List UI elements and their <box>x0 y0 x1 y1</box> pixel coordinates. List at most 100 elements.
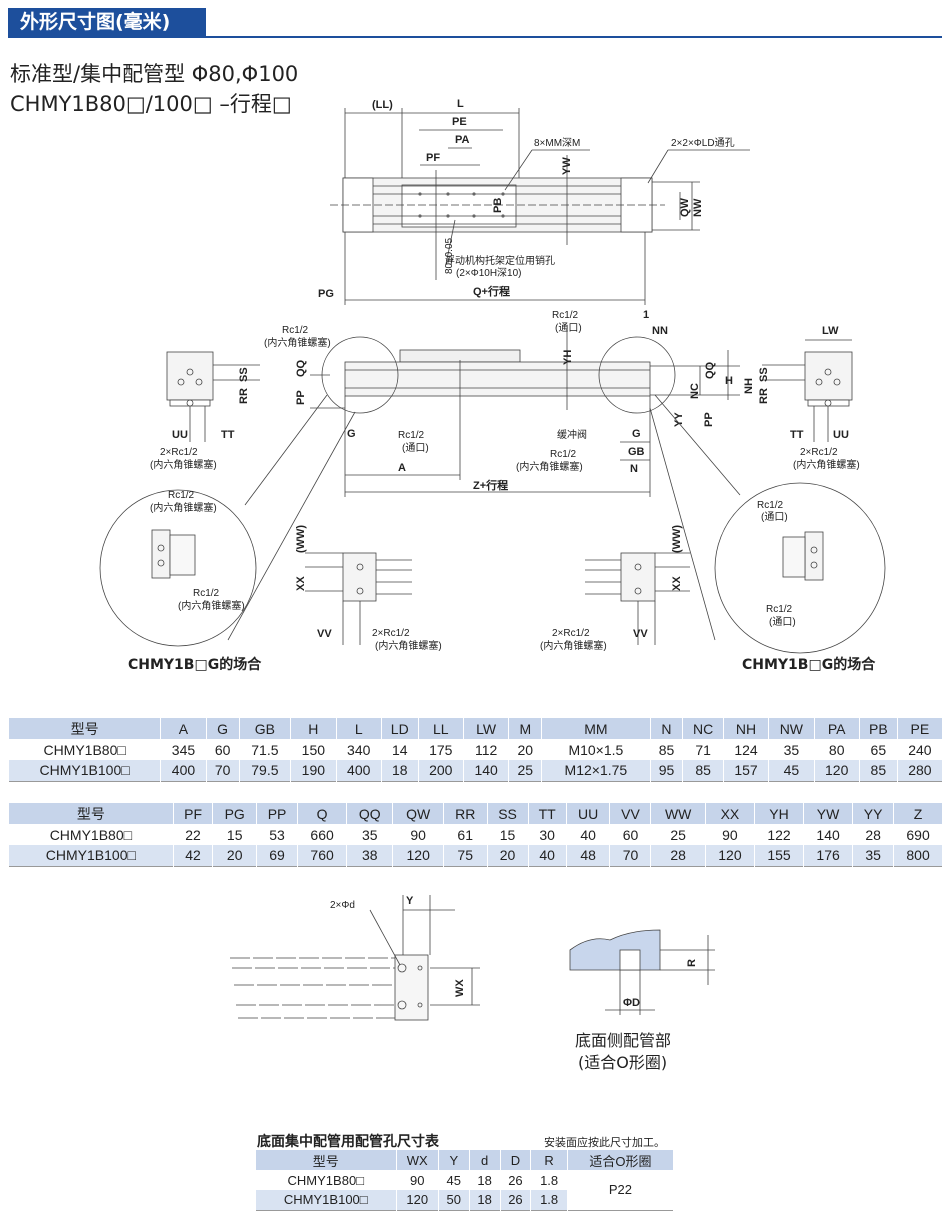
table-cell: 175 <box>417 739 464 760</box>
table-cell: 112 <box>462 739 509 760</box>
dim-QQ-right: QQ <box>704 361 716 379</box>
dim-Q-stroke: Q+行程 <box>473 284 510 298</box>
dim-WW-right: (WW) <box>671 525 683 553</box>
tapped-hole-note: 8×MM深M <box>534 137 580 149</box>
header-cell: WX <box>395 1150 439 1170</box>
table-cell: 40 <box>565 824 610 845</box>
end-view-left: SS RR UU TT 2×Rc1/2 (内六角锥螺塞) <box>150 351 260 471</box>
header-cell: WW <box>650 803 706 824</box>
table-cell: 140 <box>803 824 853 845</box>
header-cell: PE <box>896 718 942 739</box>
dim-YH: YH <box>562 350 574 365</box>
dim-SS-right: SS <box>758 367 770 382</box>
table-cell: 45 <box>437 1170 470 1190</box>
table-cell: 38 <box>346 845 393 866</box>
bottom-view-right: (WW) XX VV 2×Rc1/2 (内六角锥螺塞) CHMY1B□G的场合 <box>540 525 876 673</box>
caption-right: CHMY1B□G的场合 <box>742 656 876 673</box>
header-cell: VV <box>609 803 651 824</box>
table-cell: 120 <box>392 845 444 866</box>
detail-left-note2: (内六角锥螺塞) <box>178 599 245 612</box>
dim-LL: (LL) <box>372 99 393 111</box>
table-cell: 190 <box>290 760 337 781</box>
table-cell: 28 <box>852 824 894 845</box>
dim-L: L <box>457 98 464 110</box>
caption-left: CHMY1B□G的场合 <box>128 656 262 673</box>
bottom-piping-view: 2×Φd Y WX R ΦD <box>230 895 715 1021</box>
header-cell: L <box>335 718 382 739</box>
table-cell: 20 <box>212 845 257 866</box>
table-cell: 90 <box>704 824 755 845</box>
dim-XX-right: XX <box>671 576 683 591</box>
table-cell: 90 <box>392 824 444 845</box>
header-cell: R <box>530 1150 568 1170</box>
table-cell: 18 <box>380 760 419 781</box>
table-cell: 26 <box>499 1170 531 1190</box>
header-cell: Y <box>437 1150 470 1170</box>
table-cell: 124 <box>722 739 769 760</box>
dim-TT: TT <box>221 429 235 441</box>
table-cell: 120 <box>704 845 755 866</box>
end-view-right: LW NH SS RR TT UU 2×Rc1/2 (内六角锥螺塞) <box>743 325 860 471</box>
bottom-plug-label-left: 2×Rc1/2 <box>372 628 410 639</box>
table-cell: 28 <box>650 845 706 866</box>
dim-NH: NH <box>743 378 755 394</box>
rc-center-label: Rc1/2 <box>398 430 425 441</box>
dim-RR: RR <box>238 388 250 404</box>
bottom-view-left: (WW) XX VV 2×Rc1/2 (内六角锥螺塞) CHMY1B□G的场合 <box>128 525 442 673</box>
dim-UU: UU <box>172 429 188 441</box>
table-cell: 60 <box>205 739 240 760</box>
rc-left-label: Rc1/2 <box>282 325 309 336</box>
header-cell: YW <box>803 803 853 824</box>
table-cell: 90 <box>395 1170 439 1190</box>
header-cell: PB <box>858 718 898 739</box>
rc-right-label: Rc1/2 <box>552 310 579 321</box>
table-cell: M12×1.75 <box>541 760 651 781</box>
bottom-plug-note-left: (内六角锥螺塞) <box>375 639 442 652</box>
table-cell: CHMY1B100□ <box>255 1190 397 1210</box>
dim-1: 1 <box>643 309 649 321</box>
table-cell: CHMY1B80□ <box>7 739 161 760</box>
table-cell: 35 <box>346 824 393 845</box>
dim-PG: PG <box>318 288 334 300</box>
table-cell: 65 <box>858 739 898 760</box>
table-cell: 176 <box>803 845 853 866</box>
dim-WW: (WW) <box>295 525 307 553</box>
detail-right-note1: (通口) <box>761 511 788 523</box>
header-cell: RR <box>442 803 488 824</box>
dim-QW: QW <box>679 197 691 217</box>
table-cell: 15 <box>486 824 529 845</box>
dim-LW: LW <box>822 325 839 337</box>
header-cell: PA <box>813 718 860 739</box>
top-view: (LL) L PE PA PF PB YW QW NW 8×MM深M 2×2×Φ… <box>318 98 750 305</box>
header-cell: YH <box>753 803 804 824</box>
header-cell: UU <box>565 803 610 824</box>
table-cell: 42 <box>172 845 213 866</box>
table-cell: 69 <box>256 845 298 866</box>
table-cell: 20 <box>486 845 529 866</box>
rc-left-note: (内六角锥螺塞) <box>264 336 331 349</box>
bottom-port-caption: 底面侧配管部 <box>575 1031 672 1050</box>
header-cell: YY <box>852 803 894 824</box>
hole-label: 2×Φd <box>330 900 355 911</box>
dim-NN: NN <box>652 325 668 337</box>
dim-A: A <box>398 462 406 474</box>
dim-PA: PA <box>455 134 470 146</box>
table-cell: 75 <box>442 845 488 866</box>
table-cell: 340 <box>335 739 382 760</box>
dim-RR-right: RR <box>758 388 770 404</box>
table-cell: 25 <box>508 760 542 781</box>
table-cell: 71.5 <box>238 739 291 760</box>
table-cell: 1.8 <box>530 1170 568 1190</box>
dim-YW: YW <box>561 157 573 175</box>
table-cell: 400 <box>335 760 382 781</box>
dim-PE: PE <box>452 116 467 128</box>
header-cell: PP <box>256 803 298 824</box>
table-cell: 14 <box>380 739 419 760</box>
table-cell: 70 <box>205 760 240 781</box>
detail-right-rc2: Rc1/2 <box>766 604 793 615</box>
table-cell: 80 <box>813 739 860 760</box>
table-cell: 140 <box>462 760 509 781</box>
dim-G-right: G <box>632 428 641 440</box>
